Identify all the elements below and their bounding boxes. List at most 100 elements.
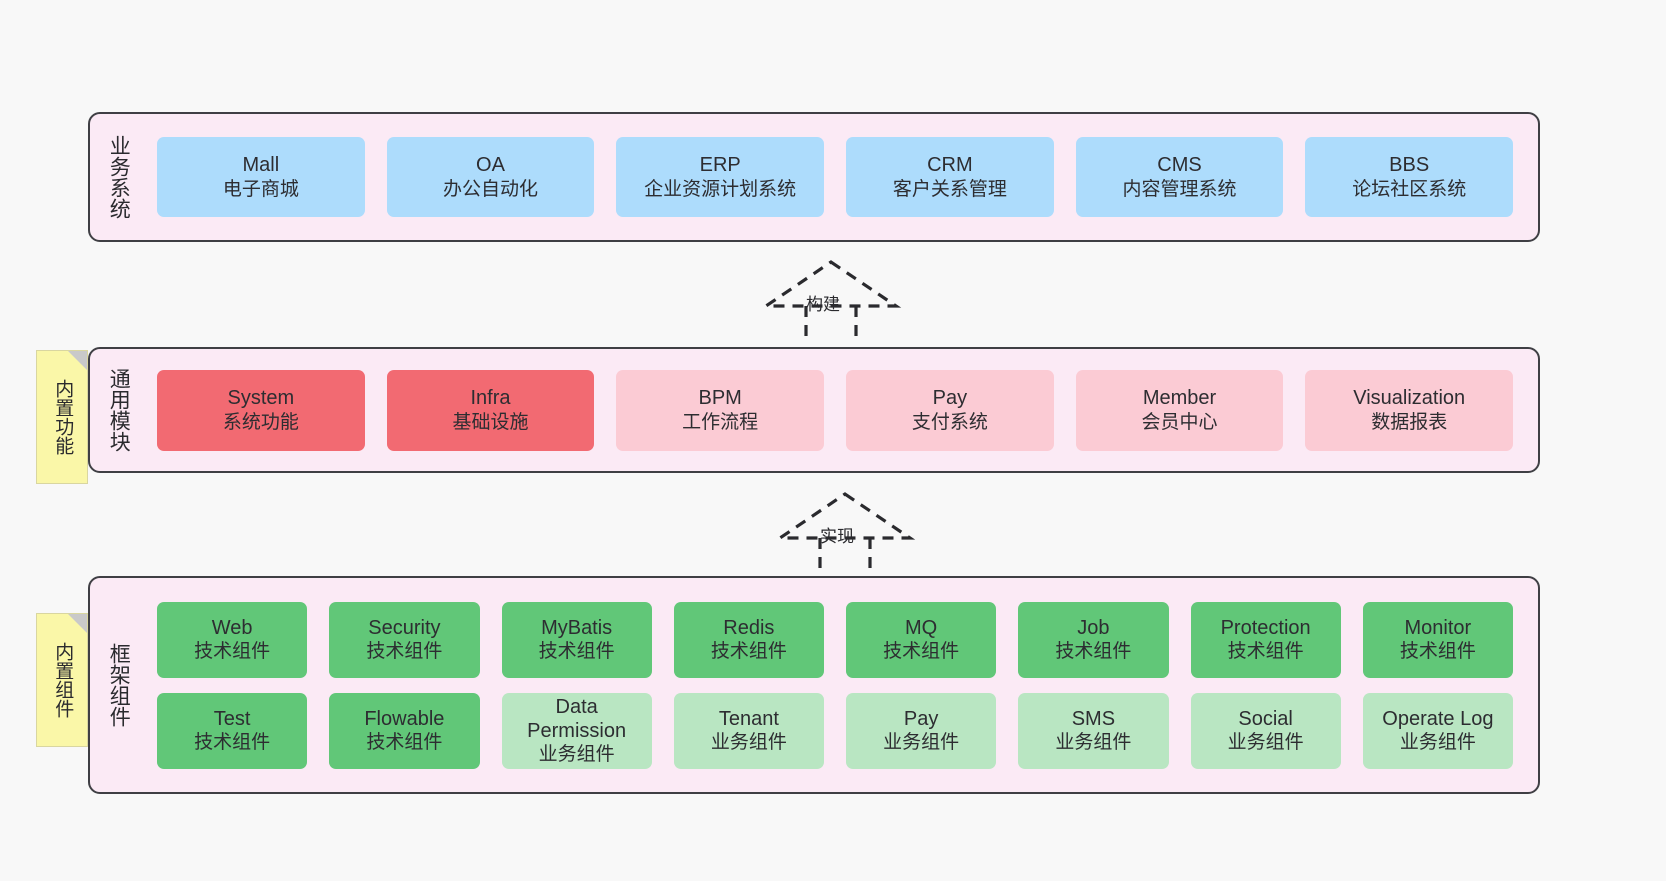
framework-card-job[interactable]: Job 技术组件 bbox=[1018, 601, 1169, 678]
framework-card-data-permission[interactable]: Data Permission 业务组件 bbox=[501, 692, 652, 769]
framework-card-monitor[interactable]: Monitor 技术组件 bbox=[1362, 601, 1513, 678]
card-desc: 技术组件 bbox=[883, 641, 960, 663]
common-items-row: System 系统功能 Infra 基础设施 BPM 工作流程 Pay 支付系统… bbox=[146, 349, 1538, 471]
business-card-erp[interactable]: ERP 企业资源计划系统 bbox=[616, 137, 825, 217]
framework-card-security[interactable]: Security 技术组件 bbox=[329, 601, 480, 678]
framework-card-protection[interactable]: Protection 技术组件 bbox=[1190, 601, 1341, 678]
card-name: CRM bbox=[927, 154, 973, 177]
common-card-visualization[interactable]: Visualization 数据报表 bbox=[1305, 369, 1514, 451]
framework-card-flowable[interactable]: Flowable 技术组件 bbox=[329, 692, 480, 769]
card-desc: 工作流程 bbox=[682, 411, 759, 433]
connector-implement-arrow-icon bbox=[774, 492, 916, 576]
card-desc: 会员中心 bbox=[1141, 411, 1218, 433]
framework-card-test[interactable]: Test 技术组件 bbox=[157, 692, 308, 769]
card-desc: 业务组件 bbox=[1227, 732, 1304, 754]
note-builtin-component: 内置组件 bbox=[36, 613, 88, 747]
framework-card-web[interactable]: Web 技术组件 bbox=[157, 601, 308, 678]
card-name: Pay bbox=[903, 707, 939, 730]
card-desc: 技术组件 bbox=[538, 641, 615, 663]
connector-implement-label: 实现 bbox=[820, 527, 854, 546]
note-fold-icon bbox=[68, 614, 87, 633]
card-name: MQ bbox=[905, 616, 938, 639]
framework-row-1: Web 技术组件 Security 技术组件 MyBatis 技术组件 Redi… bbox=[146, 601, 1524, 678]
common-card-pay[interactable]: Pay 支付系统 bbox=[846, 369, 1054, 451]
card-name: MyBatis bbox=[541, 616, 613, 639]
framework-card-sms[interactable]: SMS 业务组件 bbox=[1018, 692, 1169, 769]
connector-build: 构建 bbox=[756, 258, 906, 344]
card-name: Mall bbox=[242, 154, 280, 177]
card-name: CMS bbox=[1157, 154, 1202, 177]
card-name: BBS bbox=[1389, 154, 1430, 177]
card-name: Job bbox=[1077, 616, 1110, 639]
common-card-bpm[interactable]: BPM 工作流程 bbox=[616, 369, 825, 451]
card-name: Web bbox=[211, 616, 253, 639]
layer-business-system-title: 业务系统 bbox=[107, 135, 131, 219]
card-name: SMS bbox=[1071, 707, 1116, 730]
card-desc: 技术组件 bbox=[366, 641, 443, 663]
card-desc: 技术组件 bbox=[194, 732, 271, 754]
card-name: System bbox=[227, 387, 295, 410]
common-card-member[interactable]: Member 会员中心 bbox=[1075, 369, 1284, 451]
business-card-mall[interactable]: Mall 电子商城 bbox=[157, 137, 365, 217]
card-desc: 业务组件 bbox=[1055, 732, 1132, 754]
card-desc: 内容管理系统 bbox=[1122, 178, 1237, 200]
card-name: Flowable bbox=[364, 707, 445, 730]
common-card-system[interactable]: System 系统功能 bbox=[157, 369, 365, 451]
card-desc: 办公自动化 bbox=[443, 178, 539, 200]
card-desc: 技术组件 bbox=[1399, 641, 1476, 663]
connector-build-arrow-icon bbox=[760, 260, 902, 344]
framework-card-mq[interactable]: MQ 技术组件 bbox=[846, 601, 997, 678]
card-name: Infra bbox=[470, 387, 511, 410]
framework-card-operate-log[interactable]: Operate Log 业务组件 bbox=[1362, 692, 1513, 769]
layer-common-module: 通用模块 System 系统功能 Infra 基础设施 BPM 工作流程 Pay… bbox=[88, 347, 1540, 473]
business-card-crm[interactable]: CRM 客户关系管理 bbox=[846, 137, 1054, 217]
card-desc: 系统功能 bbox=[222, 411, 299, 433]
framework-card-tenant[interactable]: Tenant 业务组件 bbox=[673, 692, 824, 769]
layer-framework-component-title: 框架组件 bbox=[107, 643, 131, 727]
connector-build-label: 构建 bbox=[806, 295, 840, 314]
business-card-oa[interactable]: OA 办公自动化 bbox=[386, 137, 595, 217]
card-desc: 业务组件 bbox=[538, 744, 615, 766]
note-fold-icon bbox=[68, 351, 87, 370]
card-desc: 技术组件 bbox=[1055, 641, 1132, 663]
framework-card-pay[interactable]: Pay 业务组件 bbox=[846, 692, 997, 769]
card-desc: 企业资源计划系统 bbox=[644, 178, 797, 200]
common-card-infra[interactable]: Infra 基础设施 bbox=[386, 369, 595, 451]
business-card-bbs[interactable]: BBS 论坛社区系统 bbox=[1305, 137, 1514, 217]
layer-common-module-title: 通用模块 bbox=[107, 368, 131, 452]
framework-card-social[interactable]: Social 业务组件 bbox=[1190, 692, 1341, 769]
framework-row-2: Test 技术组件 Flowable 技术组件 Data Permission … bbox=[146, 692, 1524, 769]
card-name: Pay bbox=[932, 387, 968, 410]
card-desc: 数据报表 bbox=[1371, 411, 1448, 433]
card-name: ERP bbox=[699, 154, 741, 177]
card-name: Test bbox=[213, 707, 251, 730]
note-builtin-function-text: 内置功能 bbox=[52, 379, 74, 455]
card-name: Operate Log bbox=[1382, 707, 1494, 730]
card-desc: 业务组件 bbox=[883, 732, 960, 754]
business-items-row: Mall 电子商城 OA 办公自动化 ERP 企业资源计划系统 CRM 客户关系… bbox=[146, 114, 1538, 240]
card-desc: 支付系统 bbox=[911, 411, 988, 433]
card-name: OA bbox=[476, 154, 505, 177]
card-desc: 技术组件 bbox=[1227, 641, 1304, 663]
card-desc: 论坛社区系统 bbox=[1352, 178, 1467, 200]
card-desc: 业务组件 bbox=[710, 732, 787, 754]
card-desc: 技术组件 bbox=[194, 641, 271, 663]
card-desc: 电子商城 bbox=[222, 178, 299, 200]
connector-implement: 实现 bbox=[770, 490, 920, 576]
card-name: Security bbox=[368, 616, 441, 639]
card-name: Redis bbox=[723, 616, 775, 639]
layer-business-system: 业务系统 Mall 电子商城 OA 办公自动化 ERP 企业资源计划系统 CRM… bbox=[88, 112, 1540, 242]
note-builtin-function: 内置功能 bbox=[36, 350, 88, 484]
card-name: Data Permission bbox=[527, 695, 627, 742]
framework-card-redis[interactable]: Redis 技术组件 bbox=[673, 601, 824, 678]
card-name: Tenant bbox=[718, 707, 779, 730]
card-desc: 技术组件 bbox=[710, 641, 787, 663]
business-card-cms[interactable]: CMS 内容管理系统 bbox=[1075, 137, 1284, 217]
note-builtin-component-text: 内置组件 bbox=[52, 642, 74, 718]
card-name: BPM bbox=[698, 387, 742, 410]
layer-framework-component: 框架组件 Web 技术组件 Security 技术组件 MyBatis 技术组件… bbox=[88, 576, 1540, 794]
card-name: Protection bbox=[1220, 616, 1311, 639]
framework-items: Web 技术组件 Security 技术组件 MyBatis 技术组件 Redi… bbox=[146, 578, 1538, 792]
framework-card-mybatis[interactable]: MyBatis 技术组件 bbox=[501, 601, 652, 678]
